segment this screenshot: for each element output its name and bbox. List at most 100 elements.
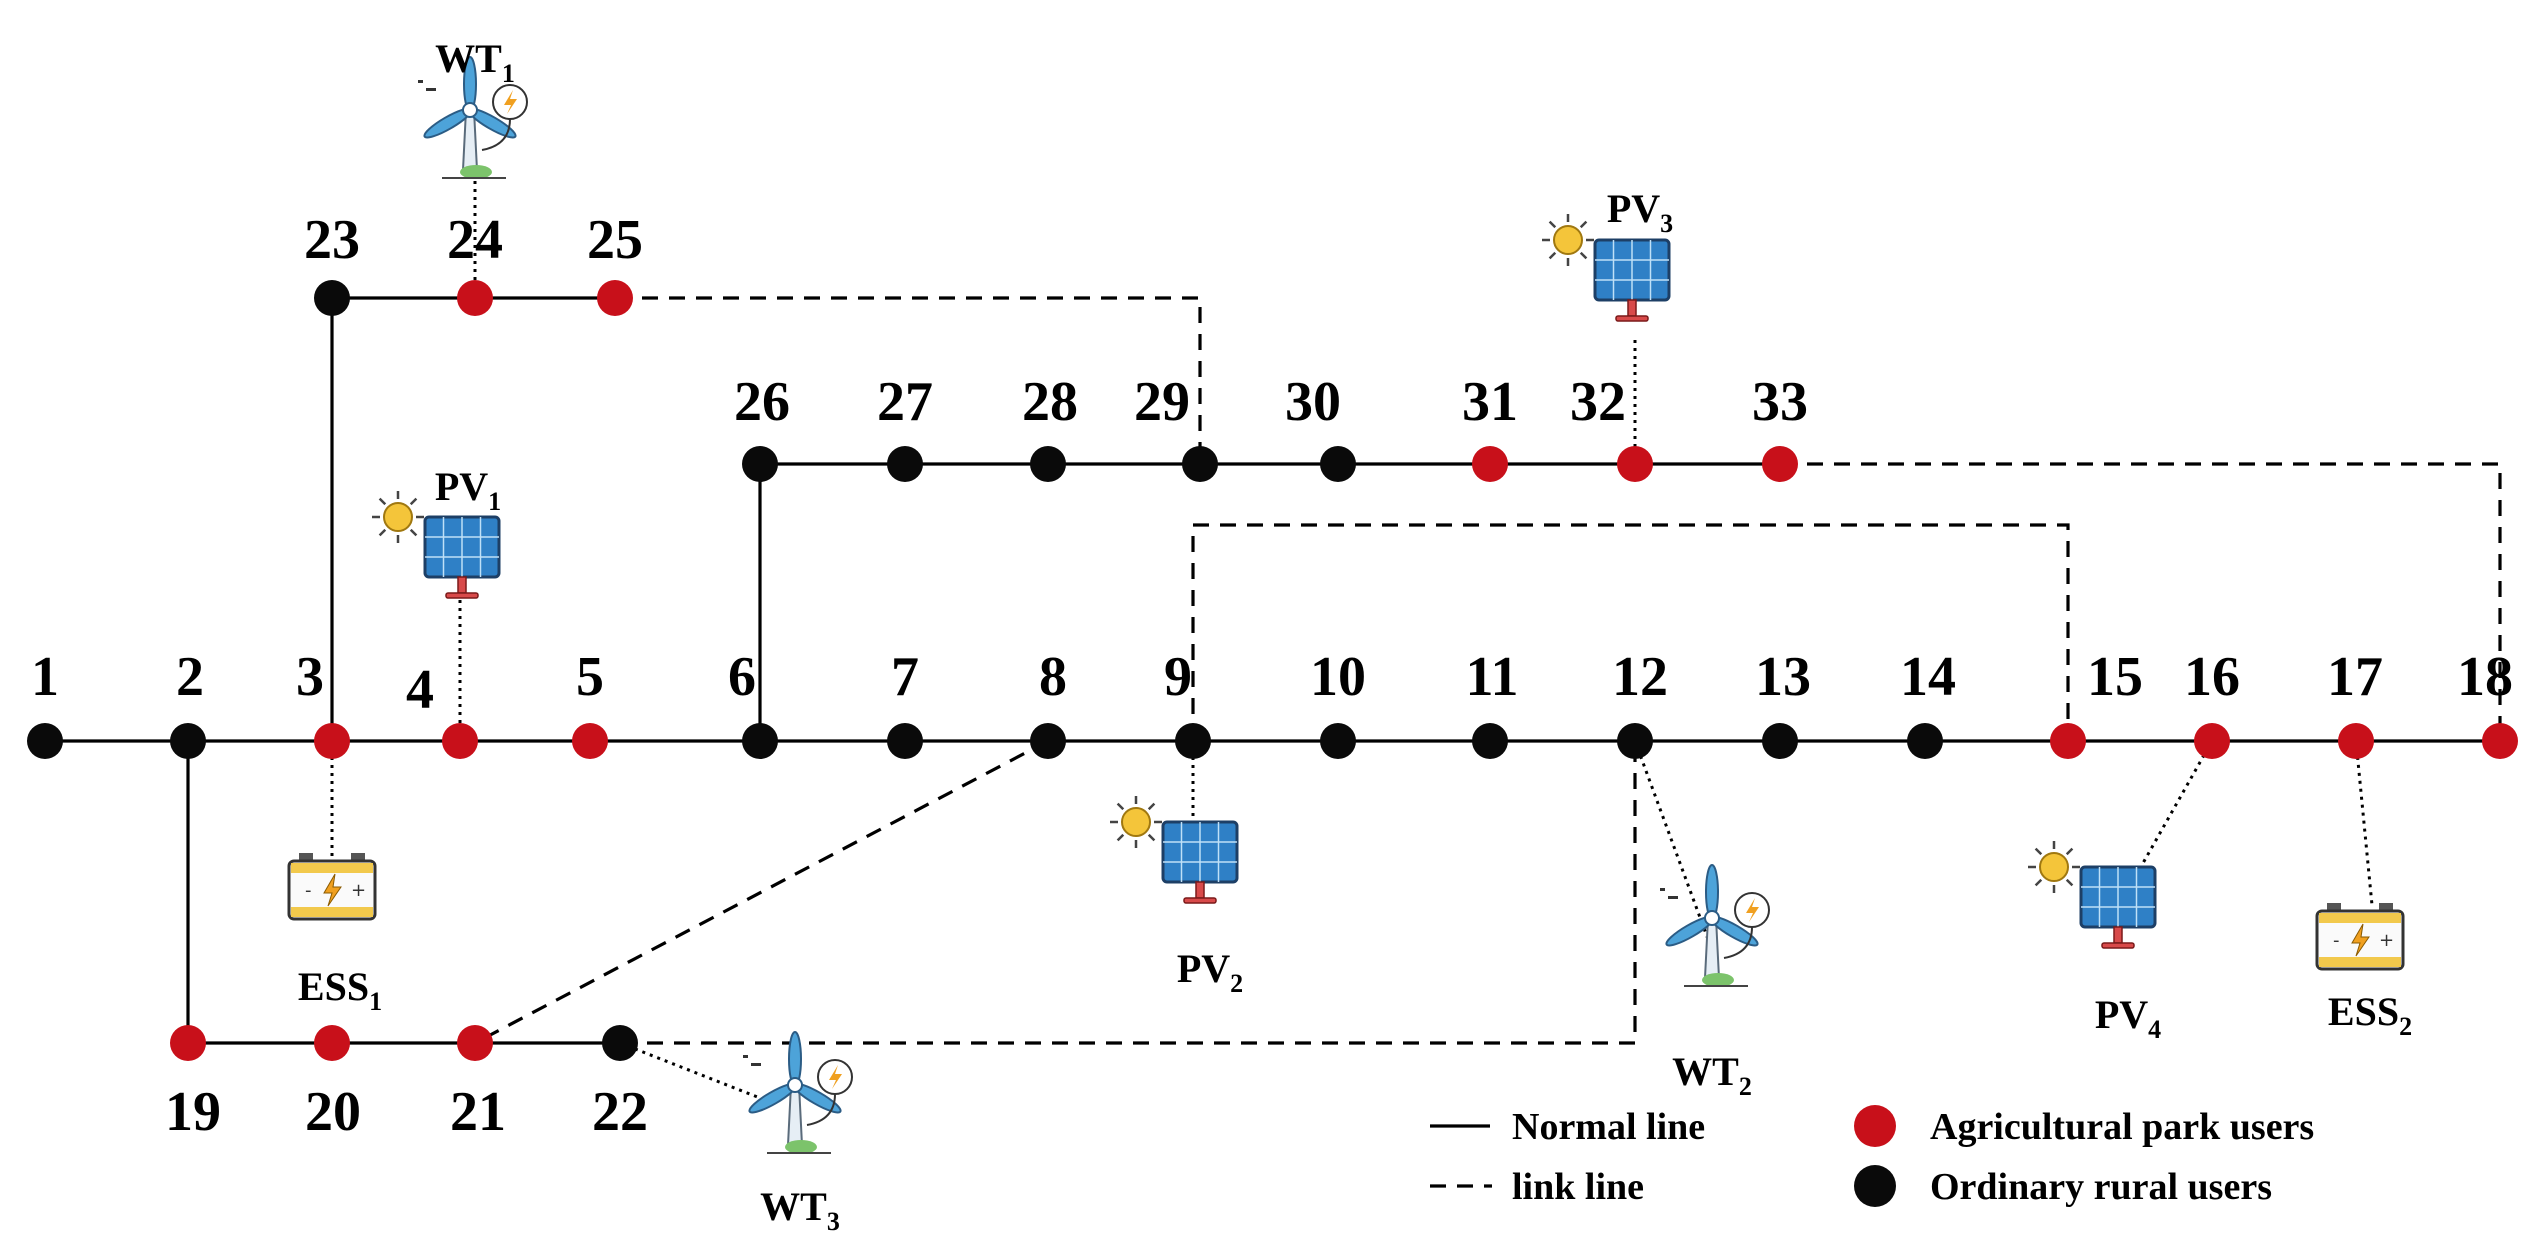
node-label-23: 23 <box>304 209 360 271</box>
sun-ray <box>2034 847 2043 856</box>
battery-terminal <box>2379 903 2393 911</box>
sun-icon <box>383 502 413 532</box>
panel-stand <box>1195 881 1205 899</box>
panel-stand <box>2113 926 2123 944</box>
node-label-8: 8 <box>1039 646 1067 708</box>
device-label-pv3: PV3 <box>1607 186 1673 238</box>
grass-mound <box>460 165 492 179</box>
turbine-hub <box>462 102 478 118</box>
bus-node-2 <box>170 723 206 759</box>
sun-icon <box>2039 852 2069 882</box>
bus-node-24 <box>457 280 493 316</box>
node-label-10: 10 <box>1310 646 1366 708</box>
solar-panel-icon <box>372 491 501 599</box>
device-subscript: 3 <box>1660 209 1673 238</box>
device-label-wt1: WT1 <box>435 36 515 88</box>
sun-ray <box>378 528 387 537</box>
panel-stand <box>1627 299 1637 317</box>
node-label-6: 6 <box>728 646 756 708</box>
bus-node-18 <box>2482 723 2518 759</box>
bus-node-11 <box>1472 723 1508 759</box>
network-lines <box>45 296 2502 1045</box>
node-label-9: 9 <box>1164 646 1192 708</box>
node-label-13: 13 <box>1755 646 1811 708</box>
bus-node-5 <box>572 723 608 759</box>
turbine-mark <box>1660 888 1665 891</box>
device-subscript: 1 <box>502 59 515 88</box>
bus-node-21 <box>457 1025 493 1061</box>
node-label-16: 16 <box>2184 646 2240 708</box>
turbine-mark <box>743 1055 748 1058</box>
node-label-17: 17 <box>2327 646 2383 708</box>
device-name: PV <box>1607 186 1660 231</box>
node-label-21: 21 <box>450 1081 506 1143</box>
grass-mound <box>785 1140 817 1154</box>
device-subscript: 1 <box>369 987 382 1016</box>
bus-node-17 <box>2338 723 2374 759</box>
device-name: ESS <box>2328 989 2399 1034</box>
node-label-14: 14 <box>1900 646 1956 708</box>
node-label-2: 2 <box>176 646 204 708</box>
node-label-33: 33 <box>1752 371 1808 433</box>
node-label-25: 25 <box>587 209 643 271</box>
legend-link-line-label: link line <box>1512 1166 1644 1208</box>
sun-ray <box>1579 220 1588 229</box>
device-label-ess1: ESS1 <box>298 964 382 1016</box>
panel-base <box>445 592 479 599</box>
device-subscript: 1 <box>488 487 501 516</box>
bus-node-1 <box>27 723 63 759</box>
solar-panel-icon <box>1542 214 1671 322</box>
bus-node-3 <box>314 723 350 759</box>
bus-node-13 <box>1762 723 1798 759</box>
panel-base <box>1615 315 1649 322</box>
panel-base <box>2101 942 2135 949</box>
node-label-30: 30 <box>1285 371 1341 433</box>
battery-stripe <box>291 863 373 873</box>
sun-ray <box>2034 878 2043 887</box>
legend-ordinary-label: Ordinary rural users <box>1930 1166 2272 1208</box>
bus-node-20 <box>314 1025 350 1061</box>
device-name: WT <box>435 36 502 81</box>
bus-node-32 <box>1617 446 1653 482</box>
device-subscript: 3 <box>827 1207 840 1236</box>
bus-node-19 <box>170 1025 206 1061</box>
minus-glyph: - <box>2333 930 2340 951</box>
sun-icon <box>1553 225 1583 255</box>
node-label-15: 15 <box>2087 646 2143 708</box>
device-label-pv4: PV4 <box>2095 992 2161 1044</box>
node-label-22: 22 <box>592 1081 648 1143</box>
link-line-25-29 <box>615 296 1202 464</box>
node-label-20: 20 <box>305 1081 361 1143</box>
legend-agricultural-dot <box>1854 1105 1896 1147</box>
legend-agricultural-label: Agricultural park users <box>1930 1106 2314 1148</box>
sun-ray <box>1116 802 1125 811</box>
connector-wt3 <box>619 1041 761 1100</box>
sun-ray <box>1147 833 1156 842</box>
node-label-3: 3 <box>296 646 324 708</box>
sun-ray <box>1147 802 1156 811</box>
device-subscript: 2 <box>2399 1012 2412 1041</box>
bus-node-15 <box>2050 723 2086 759</box>
node-label-28: 28 <box>1022 371 1078 433</box>
device-subscript: 4 <box>2148 1015 2161 1044</box>
battery-stripe <box>2319 957 2401 967</box>
device-subscript: 2 <box>1739 1072 1752 1101</box>
bus-node-6 <box>742 723 778 759</box>
panel-base <box>1183 897 1217 904</box>
bolt-glyph <box>323 873 342 907</box>
node-label-5: 5 <box>576 646 604 708</box>
bus-node-8 <box>1030 723 1066 759</box>
node-label-26: 26 <box>734 371 790 433</box>
bolt-glyph <box>1746 898 1759 922</box>
device-label-wt3: WT3 <box>760 1184 840 1236</box>
link-line-33-18 <box>1780 462 2502 741</box>
node-label-7: 7 <box>891 646 919 708</box>
bus-node-22 <box>602 1025 638 1061</box>
wind-turbine-icon <box>1660 864 1770 987</box>
battery-terminal <box>299 853 313 861</box>
bus-node-30 <box>1320 446 1356 482</box>
bolt-glyph <box>829 1065 842 1089</box>
bus-node-4 <box>442 723 478 759</box>
bus-node-29 <box>1182 446 1218 482</box>
